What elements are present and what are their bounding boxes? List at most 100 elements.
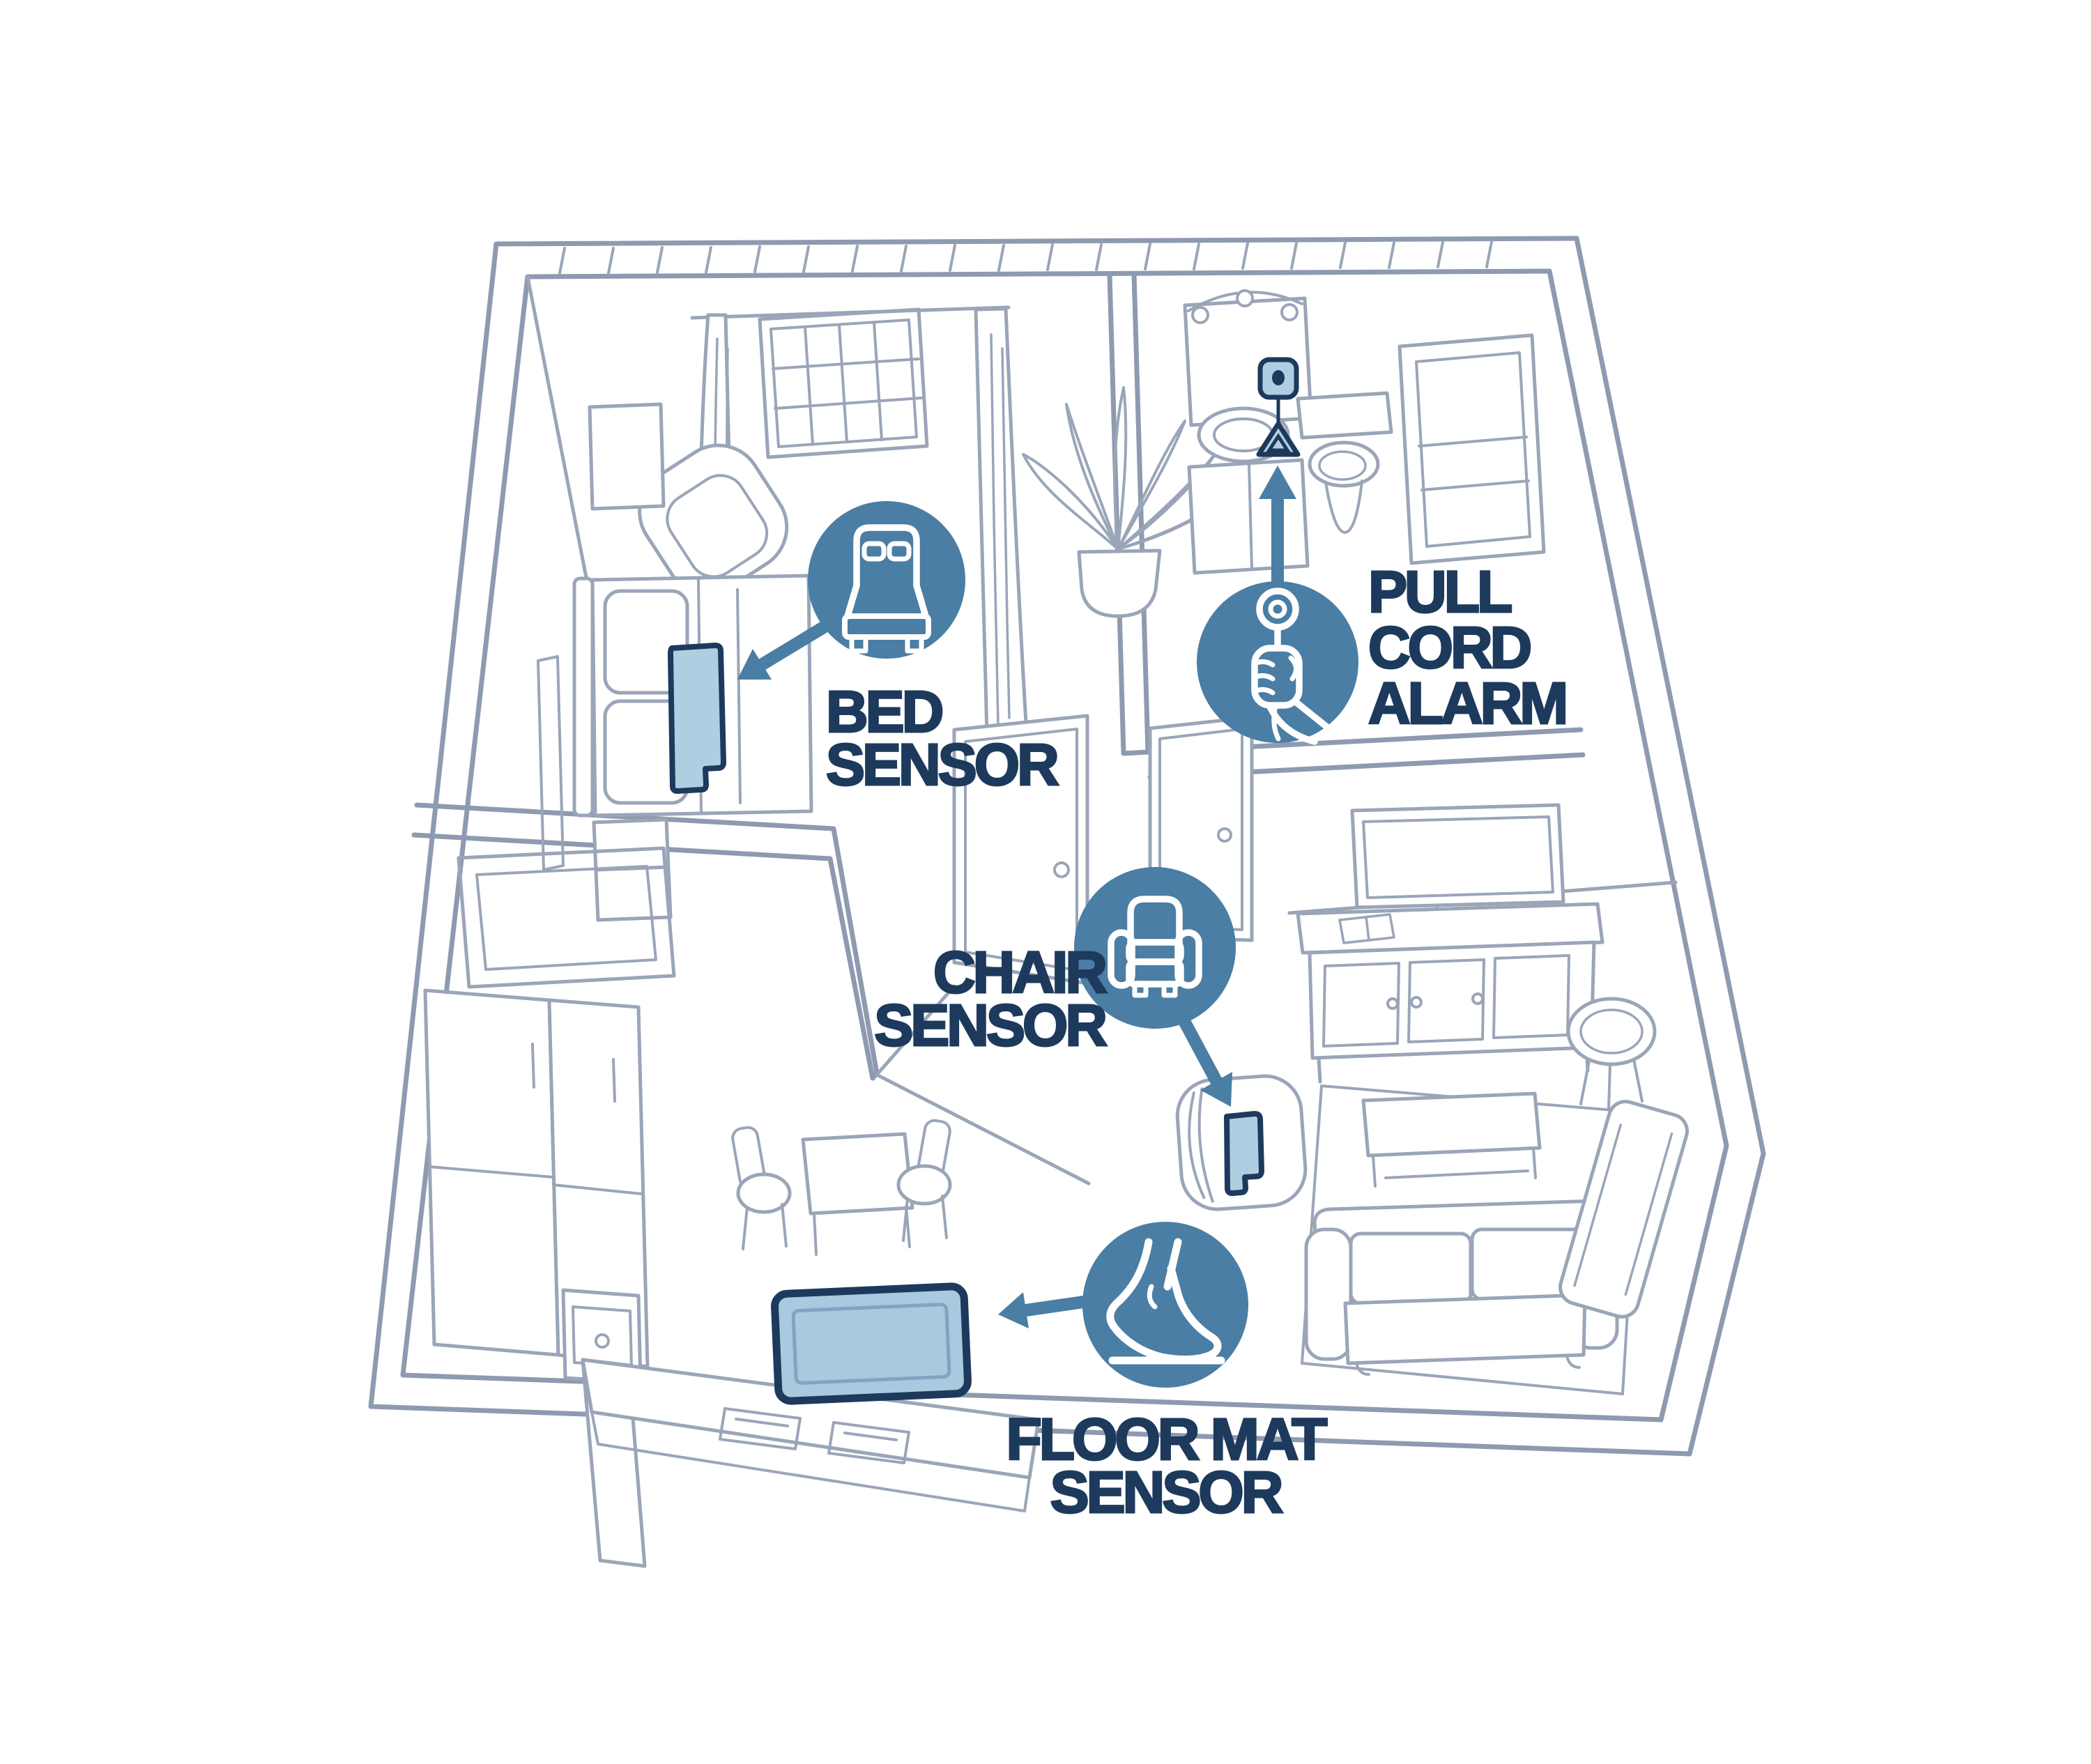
plant bbox=[1022, 386, 1228, 618]
side-bench bbox=[1558, 1100, 1689, 1319]
chair-sensor-label-line1: CHAIR bbox=[933, 939, 1106, 1005]
cord-ring-inner bbox=[1268, 599, 1287, 619]
kitchen-window-inner bbox=[475, 865, 657, 971]
pull-cord-dot bbox=[1272, 370, 1285, 385]
bed-icon-headboard bbox=[853, 524, 920, 589]
vanity-divider bbox=[1248, 463, 1253, 570]
floor-mat-outer bbox=[771, 1282, 972, 1405]
shin-line bbox=[1163, 1238, 1182, 1291]
outer-wall bbox=[368, 236, 1766, 1457]
bathroom bbox=[1183, 289, 1546, 575]
counter-front bbox=[590, 1411, 1031, 1512]
inner-wall bbox=[400, 268, 1729, 1422]
bed-headboard bbox=[572, 576, 595, 818]
curtain-right-folds bbox=[990, 333, 1011, 726]
floor-mat-arrowhead bbox=[998, 1292, 1029, 1328]
armchair-icon-base bbox=[1126, 958, 1184, 988]
nightstand-lower bbox=[592, 818, 673, 922]
bed-sensor-label-line2: SENSOR bbox=[826, 732, 1058, 797]
bed-icon-base bbox=[842, 613, 931, 640]
oven-knob bbox=[595, 1333, 610, 1349]
mirror-bulb bbox=[1191, 306, 1209, 324]
hob bbox=[719, 1407, 802, 1450]
chair-legs bbox=[742, 1203, 788, 1250]
stool-top bbox=[1579, 1008, 1644, 1054]
stool-legs bbox=[1579, 1058, 1644, 1111]
callout-pull-cord-alarm: PULL CORD ALARM bbox=[1197, 466, 1570, 745]
chair-sensor-arrow bbox=[1173, 1006, 1223, 1087]
toilet-bowl bbox=[1318, 450, 1367, 481]
pull-cord-handle-inner bbox=[1266, 433, 1291, 452]
window-frame bbox=[758, 307, 929, 459]
bed-icon-pillow bbox=[861, 541, 887, 562]
bedroom bbox=[537, 305, 1228, 922]
bed-sensor-arrowhead bbox=[737, 649, 772, 680]
sofa-cushion bbox=[1349, 1232, 1473, 1305]
pull-cord-unit bbox=[1256, 357, 1301, 457]
floor-mat-label-line2: SENSOR bbox=[1050, 1459, 1282, 1525]
bedroom-door-panel bbox=[964, 728, 1078, 972]
callout-bed-sensor: BED SENSOR bbox=[737, 501, 1062, 799]
chair-sensor-pad bbox=[1224, 1111, 1264, 1196]
dining-chair-right bbox=[896, 1119, 952, 1242]
console-knob bbox=[1386, 997, 1399, 1010]
bed-icon-foot bbox=[905, 634, 924, 654]
chair-seat bbox=[736, 1172, 792, 1214]
bathroom-door-panel bbox=[1158, 728, 1243, 931]
chair-sensor-label-line2: SENSOR bbox=[874, 992, 1106, 1058]
callout-floor-mat-sensor: FLOOR MAT SENSOR bbox=[998, 1222, 1331, 1526]
armchair-icon-back bbox=[1127, 896, 1183, 960]
mirror-bulb bbox=[1280, 303, 1299, 321]
chair-sensor-arrowhead bbox=[1200, 1072, 1232, 1107]
sofa bbox=[1304, 1199, 1619, 1376]
chair-seat bbox=[896, 1164, 952, 1206]
coffee-table bbox=[1361, 1091, 1542, 1158]
chair-sensor-circle bbox=[1074, 867, 1236, 1029]
armchair-icon bbox=[1108, 896, 1202, 998]
chair-legs bbox=[902, 1195, 948, 1242]
toilet-pedestal bbox=[1324, 480, 1363, 534]
mirror-bulb bbox=[1236, 289, 1254, 307]
devices bbox=[668, 357, 1301, 1405]
armchair-icon-foot bbox=[1132, 981, 1149, 998]
floor-mat-circle bbox=[1082, 1222, 1248, 1388]
kitchen-dining bbox=[423, 846, 1041, 1568]
cord-tail bbox=[1271, 703, 1281, 742]
armchair-seat bbox=[666, 474, 769, 578]
toilet-tank bbox=[1296, 391, 1393, 440]
wall-picture-frame bbox=[537, 655, 565, 871]
sofa-front bbox=[1343, 1293, 1587, 1365]
plant-leaves bbox=[1022, 386, 1228, 551]
floor-mat-label-line1: FLOOR MAT bbox=[1006, 1406, 1327, 1472]
shower-cabinet bbox=[1397, 333, 1546, 565]
tall-cabinet-left-split bbox=[428, 1043, 555, 1179]
pull-cord-arrowhead bbox=[1259, 466, 1296, 499]
bed-icon bbox=[842, 524, 931, 654]
ankle-accent bbox=[1147, 1284, 1158, 1310]
top-wall-hatching bbox=[558, 240, 1493, 275]
kitchen-window bbox=[457, 846, 676, 989]
bed-sensor-arrow bbox=[756, 614, 841, 670]
living-room bbox=[1175, 803, 1689, 1395]
plant-pot bbox=[1077, 549, 1162, 618]
nightstand-upper bbox=[588, 402, 666, 511]
hallway-floor-lines bbox=[875, 984, 1091, 1186]
tall-cabinet-right-split bbox=[552, 1058, 643, 1195]
window-grid bbox=[772, 321, 923, 445]
floor-mat bbox=[771, 1282, 972, 1405]
bed-sensor-pad bbox=[668, 643, 726, 794]
dining-chair-left bbox=[731, 1126, 792, 1250]
lounge-armchair-back-cushion bbox=[1188, 1087, 1214, 1203]
magazine bbox=[1338, 913, 1395, 944]
pull-cord-label-line1: PULL bbox=[1368, 559, 1511, 624]
tv bbox=[1350, 803, 1565, 910]
bed-pillow-top bbox=[603, 589, 689, 695]
sofa-feet bbox=[1355, 1355, 1581, 1376]
pull-cord-label-line3: ALARM bbox=[1368, 670, 1565, 736]
coffee-table-legs bbox=[1372, 1146, 1537, 1188]
console-knob bbox=[1410, 996, 1423, 1008]
bed-icon-foot bbox=[849, 634, 868, 654]
pull-cord-circle bbox=[1197, 581, 1358, 743]
hand-pulling-cord-icon bbox=[1251, 588, 1331, 745]
